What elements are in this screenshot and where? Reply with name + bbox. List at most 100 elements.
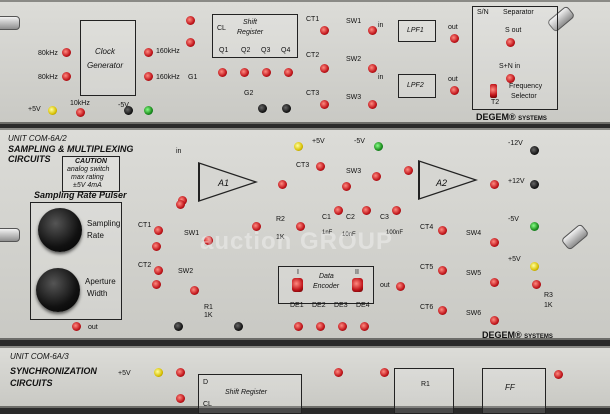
jack-sw3-out[interactable] [372,172,381,181]
cap-value: 1nF [322,230,333,236]
jack[interactable] [554,370,563,379]
ct-label: CT2 [306,52,320,59]
frequency-selector-switch[interactable] [490,84,497,98]
jack-minus5v[interactable] [530,222,539,231]
cap-label: C3 [380,214,389,221]
jack-ct1[interactable] [154,226,163,235]
jack-ct6[interactable] [438,306,447,315]
jack-minus12v[interactable] [530,146,539,155]
lpf1-block: LPF1 [398,20,436,42]
jack-ct4[interactable] [438,226,447,235]
jack-sw6-out[interactable] [490,316,499,325]
jack-de4[interactable] [360,322,369,331]
jack-encoder-out[interactable] [396,282,405,291]
aperture-width-knob[interactable] [36,268,80,312]
jack-s-out[interactable] [506,38,515,47]
freq-label: 10kHz [70,100,90,107]
jack-a1-minus[interactable] [176,200,185,209]
jack-q2[interactable] [240,68,249,77]
ct-label: CT1 [138,222,152,229]
jack-ground[interactable] [258,104,267,113]
jack-10khz[interactable] [76,108,85,117]
jack-lpf2-out[interactable] [450,86,459,95]
jack[interactable] [334,368,343,377]
jack-sn-in[interactable] [506,74,515,83]
jack-r1[interactable] [190,286,199,295]
jack-sw2[interactable] [368,64,377,73]
r3-label: R3 [544,292,553,299]
jack-de2[interactable] [316,322,325,331]
jack-plus5v[interactable] [530,262,539,271]
jack[interactable] [380,368,389,377]
jack-plus5v[interactable] [48,106,57,115]
pulser-title: Sampling Rate Pulser [34,190,127,200]
sw-label: SW1 [184,230,200,237]
jack-ct2[interactable] [154,266,163,275]
jack-a2-in[interactable] [404,166,413,175]
jack-80khz[interactable] [62,72,71,81]
jack-de3[interactable] [338,322,347,331]
jack-ground[interactable] [124,106,133,115]
jack-de1[interactable] [294,322,303,331]
gate-label: G2 [244,90,254,97]
jack-minus5v[interactable] [144,106,153,115]
jack-ground[interactable] [282,104,291,113]
mounting-screw [0,228,20,242]
sw-label: SW6 [466,310,482,317]
cap-label: C2 [346,214,355,221]
jack-sw1[interactable] [368,26,377,35]
jack-ct2[interactable] [320,64,329,73]
jack-ct3[interactable] [316,162,325,171]
jack-ground[interactable] [174,322,183,331]
encoder-switch-1[interactable] [292,278,303,292]
jack-c2[interactable] [362,206,371,215]
de-label: DE2 [312,302,326,309]
jack-minus5v[interactable] [374,142,383,151]
jack-pulser-out[interactable] [72,322,81,331]
ct3-label: CT3 [296,162,310,169]
jack[interactable] [176,368,185,377]
jack-160khz[interactable] [144,48,153,57]
jack-q3[interactable] [262,68,271,77]
jack-shift-in[interactable] [186,16,195,25]
plus5v-label: +5V [118,370,131,377]
jack-ct5[interactable] [438,266,447,275]
jack-sw1-in[interactable] [152,242,161,251]
jack-q1[interactable] [218,68,227,77]
jack-sw4-out[interactable] [490,238,499,247]
sampling-rate-knob[interactable] [38,208,82,252]
jack-a2-out[interactable] [490,180,499,189]
jack-sw1-out[interactable] [204,236,213,245]
watermark: auction GROUP [200,228,394,255]
jack-lpf1-out[interactable] [450,34,459,43]
panel-title: CIRCUITS [8,154,51,164]
mounting-screw [560,223,590,251]
cap-value: 10nF [342,232,356,238]
unit-label: UNIT COM-6A/2 [8,134,67,143]
jack-160khz[interactable] [144,72,153,81]
jack-q4[interactable] [284,68,293,77]
encoder-switch-2[interactable] [352,278,363,292]
jack-cl[interactable] [186,38,195,47]
jack-r3[interactable] [532,280,541,289]
jack[interactable] [176,394,185,403]
jack-ct1[interactable] [320,26,329,35]
jack-sw5-out[interactable] [490,278,499,287]
jack-sw3[interactable] [368,100,377,109]
jack-ct3[interactable] [320,100,329,109]
jack-sw3[interactable] [342,182,351,191]
plus5v-label: +5V [28,106,41,113]
jack-plus12v[interactable] [530,180,539,189]
jack-80khz[interactable] [62,48,71,57]
a1-label: A1 [218,178,230,188]
jack-c1[interactable] [334,206,343,215]
jack-r2[interactable] [296,222,305,231]
jack-a1-out[interactable] [278,180,287,189]
jack-sw2-in[interactable] [152,280,161,289]
jack-r2[interactable] [252,222,261,231]
jack-c3[interactable] [392,206,401,215]
jack-plus5v[interactable] [294,142,303,151]
jack-plus5v[interactable] [154,368,163,377]
caution-box: CAUTION analog switch max rating ±5V 4mA [62,156,120,192]
jack-ground[interactable] [234,322,243,331]
